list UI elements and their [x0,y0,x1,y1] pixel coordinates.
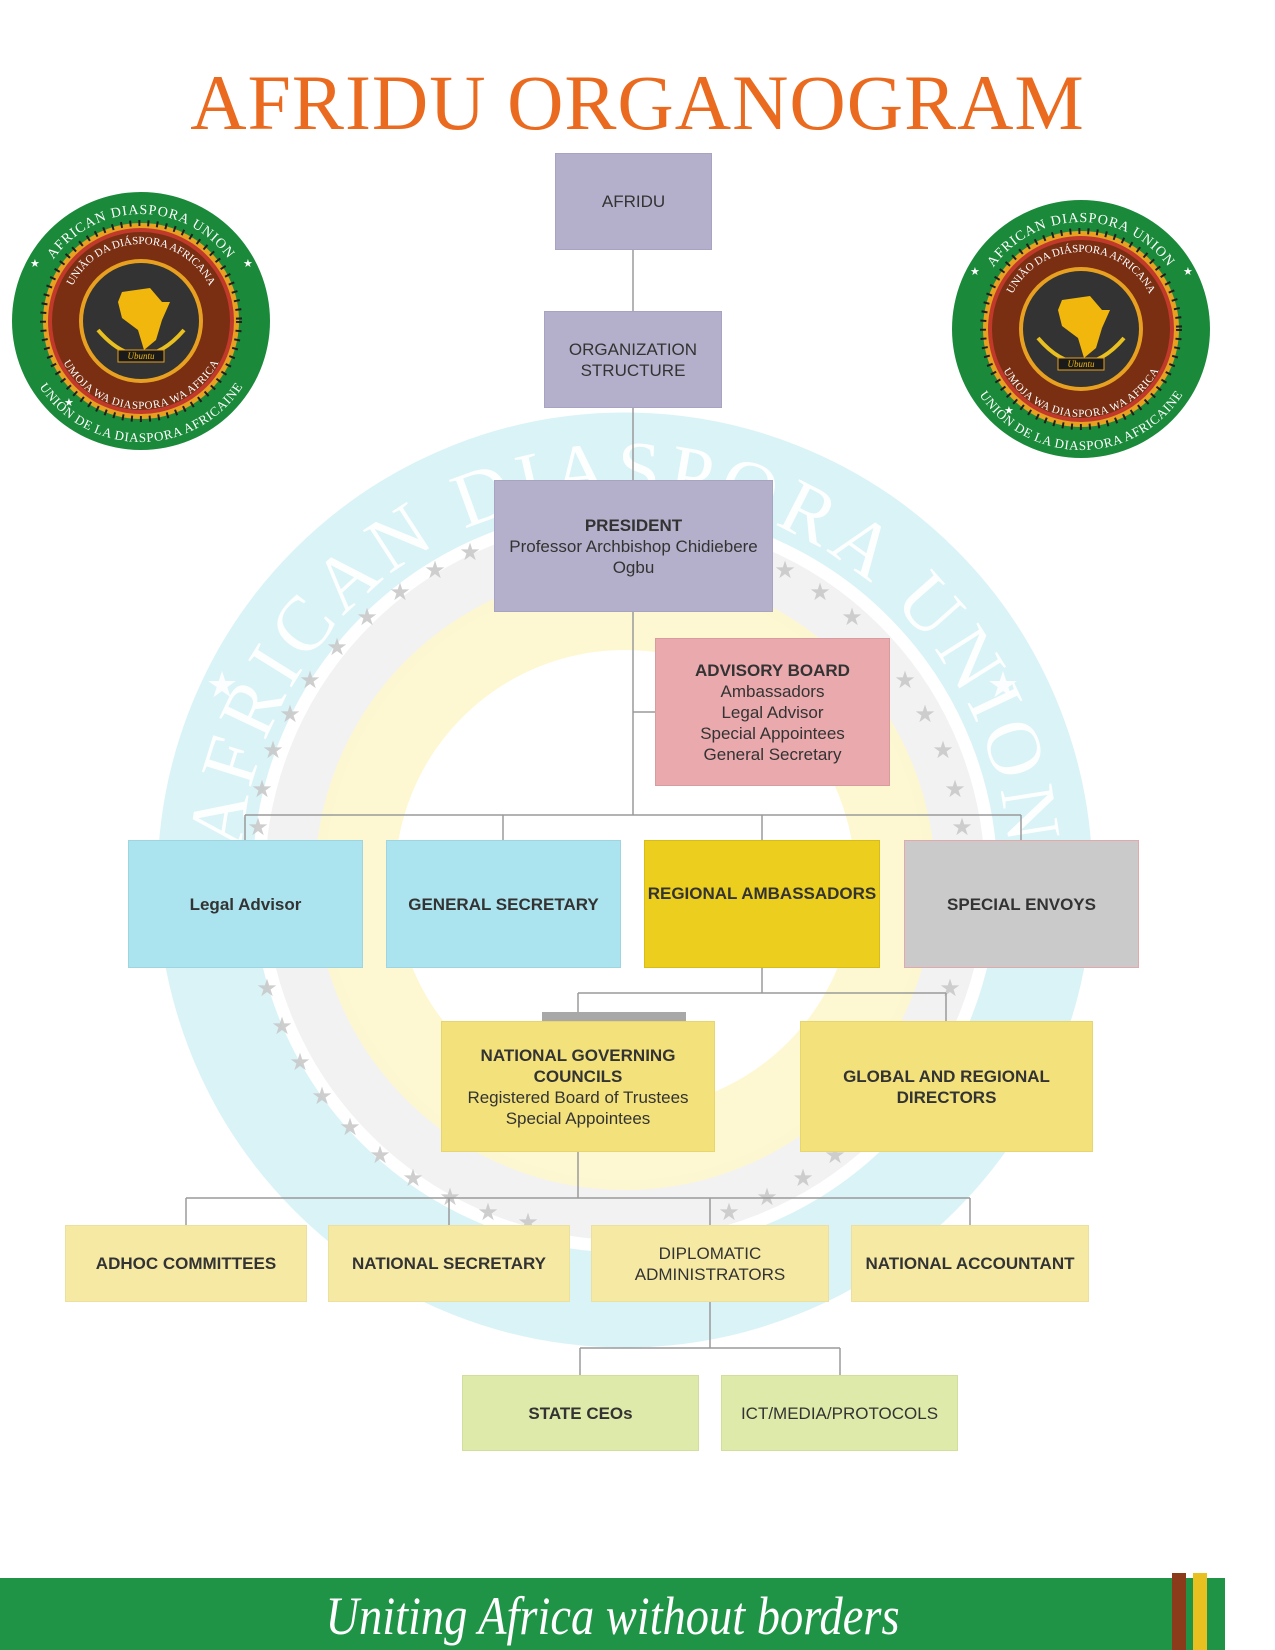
seal-right: Ubuntu AFRICAN DIASPORA UNION UNION DE L… [952,200,1210,458]
svg-text:★: ★ [64,397,74,409]
node-diplomatic-title-line2: ADMINISTRATORS [634,1264,786,1284]
node-president-title: PRESIDENT [584,515,683,535]
node-national-accountant: NATIONAL ACCOUNTANT [851,1225,1089,1302]
node-special-envoys-title: SPECIAL ENVOYS [947,894,1096,914]
svg-text:★: ★ [774,556,796,584]
node-diplomatic-title-line1: DIPLOMATIC [658,1243,762,1263]
node-general-secretary-title: GENERAL SECRETARY [408,894,599,914]
svg-text:★: ★ [256,974,278,1002]
node-advisory-item: Special Appointees [700,723,845,743]
node-ngc-title: NATIONAL GOVERNING COUNCILS [480,1045,676,1086]
seal-banner-text: Ubuntu [1068,359,1096,369]
svg-text:★: ★ [326,633,348,661]
svg-text:★: ★ [809,578,831,606]
svg-text:★: ★ [792,1164,814,1192]
svg-text:★: ★ [951,813,973,841]
svg-text:★: ★ [311,1082,333,1110]
svg-text:★: ★ [944,775,966,803]
node-org-title-line2: STRUCTURE [580,360,686,380]
footer-stripe-brown [1172,1573,1186,1650]
node-global-regional-directors: GLOBAL AND REGIONAL DIRECTORS [800,1021,1093,1152]
svg-text:★: ★ [356,603,378,631]
svg-text:★: ★ [251,775,273,803]
svg-text:★: ★ [289,1048,311,1076]
seal-banner-text: Ubuntu [128,351,156,361]
node-president-name: Professor Archbishop Chidiebere Ogbu [509,536,758,577]
node-state-ceos-title: STATE CEOs [528,1403,633,1423]
svg-text:★: ★ [279,700,301,728]
node-organization-structure: ORGANIZATION STRUCTURE [544,311,722,408]
svg-text:★: ★ [247,813,269,841]
node-advisory-item: Ambassadors [720,681,825,701]
svg-text:★: ★ [1004,405,1014,417]
node-diplomatic-administrators: DIPLOMATIC ADMINISTRATORS [591,1225,829,1302]
svg-text:★: ★ [262,736,284,764]
node-president: PRESIDENT Professor Archbishop Chidieber… [494,480,773,612]
node-afridu-title: AFRIDU [601,192,666,211]
node-org-title-line1: ORGANIZATION [568,339,698,359]
node-advisory-title: ADVISORY BOARD [695,660,850,680]
seal-left: Ubuntu AFRICAN DIASPORA UNION UNION DE L… [12,192,270,450]
svg-text:★: ★ [970,266,980,278]
svg-text:★: ★ [987,665,1019,706]
svg-text:★: ★ [1183,266,1193,278]
node-adhoc-committees: ADHOC COMMITTEES [65,1225,307,1302]
footer-tagline: Uniting Africa without borders [325,1586,900,1646]
node-advisory-board: ADVISORY BOARD Ambassadors Legal Advisor… [655,638,890,786]
node-national-accountant-title: NATIONAL ACCOUNTANT [865,1254,1075,1273]
svg-text:★: ★ [939,974,961,1002]
node-adhoc-title: ADHOC COMMITTEES [95,1254,277,1273]
svg-text:★: ★ [271,1012,293,1040]
node-ngc-item: Special Appointees [505,1108,651,1128]
svg-text:★: ★ [30,258,40,270]
svg-text:★: ★ [932,736,954,764]
svg-text:★: ★ [459,538,481,566]
node-state-ceos: STATE CEOs [462,1375,699,1451]
node-advisory-item: General Secretary [703,744,842,764]
node-regional-ambassadors: REGIONAL AMBASSADORS [644,840,880,968]
node-special-envoys: SPECIAL ENVOYS [904,840,1139,968]
node-national-secretary-title: NATIONAL SECRETARY [352,1254,546,1273]
footer-bar [0,1578,1225,1650]
node-advisory-item: Legal Advisor [721,702,824,722]
node-ict-title: ICT/MEDIA/PROTOCOLS [740,1403,939,1423]
svg-text:★: ★ [369,1141,391,1169]
page-title: AFRIDU ORGANOGRAM [190,59,1085,146]
node-regional-ambassadors-title: REGIONAL AMBASSADORS [647,884,877,903]
node-general-secretary: GENERAL SECRETARY [386,840,621,968]
svg-text:★: ★ [402,1164,424,1192]
node-afridu: AFRIDU [555,153,712,250]
svg-text:★: ★ [477,1198,499,1226]
node-national-secretary: NATIONAL SECRETARY [328,1225,570,1302]
svg-text:★: ★ [339,1113,361,1141]
node-ict-media-protocols: ICT/MEDIA/PROTOCOLS [721,1375,958,1451]
svg-text:★: ★ [439,1183,461,1211]
svg-text:★: ★ [424,556,446,584]
node-legal-advisor-title: Legal Advisor [189,894,302,914]
svg-text:★: ★ [206,665,238,706]
svg-text:★: ★ [243,258,253,270]
footer-stripe-gold [1193,1573,1207,1650]
svg-text:★: ★ [841,603,863,631]
svg-text:★: ★ [389,578,411,606]
svg-text:★: ★ [894,666,916,694]
node-global-directors-title: GLOBAL AND REGIONAL DIRECTORS [843,1066,1050,1107]
svg-text:★: ★ [718,1198,740,1226]
node-national-governing-councils: NATIONAL GOVERNING COUNCILS Registered B… [441,1021,715,1152]
svg-text:★: ★ [299,666,321,694]
node-legal-advisor: Legal Advisor [128,840,363,968]
node-ngc-item: Registered Board of Trustees [467,1087,689,1107]
svg-text:★: ★ [914,700,936,728]
svg-text:★: ★ [756,1183,778,1211]
